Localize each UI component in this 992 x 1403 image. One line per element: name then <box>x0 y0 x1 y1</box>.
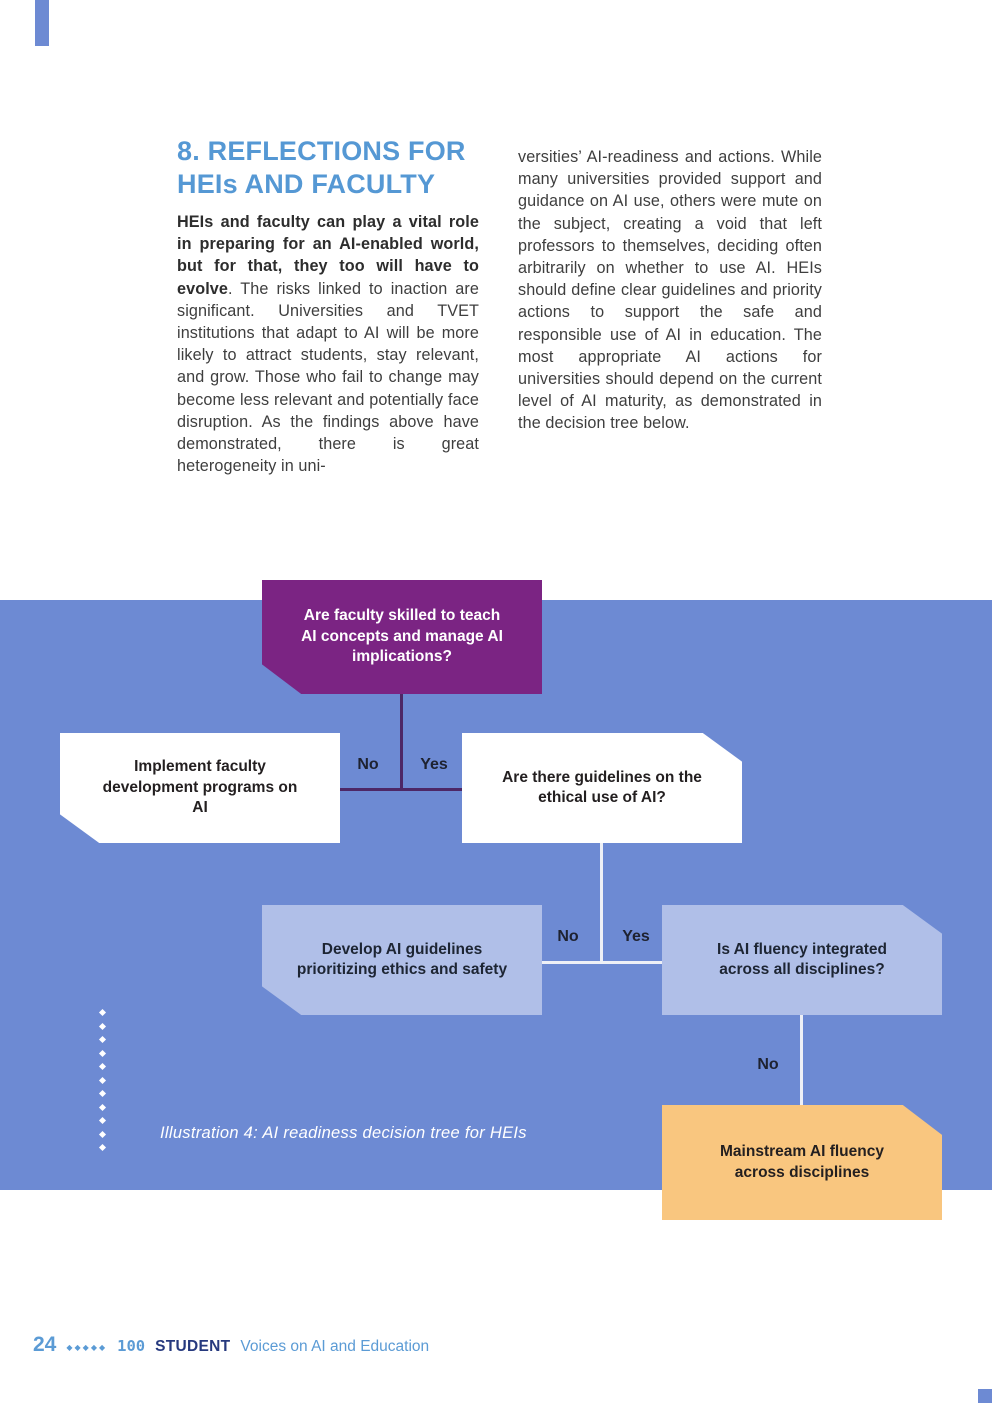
lead-sentence-bold: HEIs and faculty can play a vital role i… <box>177 213 479 298</box>
page-number: 24 <box>33 1333 57 1356</box>
section-heading-line-1: 8. REFLECTIONS FOR <box>177 136 466 166</box>
edge-label-yes-2: Yes <box>622 928 650 945</box>
connector-question3-vertical <box>800 1015 803 1105</box>
edge-label-yes-1: Yes <box>420 756 448 773</box>
connector-question2-vertical <box>600 843 603 964</box>
action-node-develop-guidelines: Develop AI guidelines prioritizing ethic… <box>262 905 542 1015</box>
decision-node-ethics-guidelines: Are there guidelines on the ethical use … <box>462 733 742 843</box>
action-node-mainstream-fluency: Mainstream AI fluency across disciplines <box>662 1105 942 1220</box>
connector-root-vertical <box>400 694 403 790</box>
body-text-left: . The risks linked to inaction are signi… <box>177 279 479 476</box>
decision-node-ai-fluency: Is AI fluency integrated across all disc… <box>662 905 942 1015</box>
edge-label-no-3: No <box>757 1056 779 1073</box>
section-heading: 8. REFLECTIONS FOR HEIs AND FACULTY <box>177 135 466 201</box>
action-node-develop-guidelines-text: Develop AI guidelines prioritizing ethic… <box>296 940 508 978</box>
decision-node-root-text: Are faculty skilled to teach AI concepts… <box>301 607 503 666</box>
action-node-mainstream-fluency-text: Mainstream AI fluency across disciplines <box>720 1143 884 1181</box>
decision-node-ai-fluency-text: Is AI fluency integrated across all disc… <box>717 940 887 978</box>
action-node-faculty-development-text: Implement faculty development programs o… <box>102 758 298 817</box>
connector-branch2-horizontal <box>542 961 662 964</box>
section-heading-line-2: HEIs AND FACULTY <box>177 169 436 199</box>
decision-node-ethics-guidelines-text: Are there guidelines on the ethical use … <box>502 768 702 806</box>
decision-tree-background <box>0 600 992 1190</box>
connector-branch1-horizontal <box>340 788 462 791</box>
page-margin-mark-bottom <box>978 1389 992 1403</box>
action-node-faculty-development: Implement faculty development programs o… <box>60 733 340 843</box>
body-column-right: versities’ AI-readiness and actions. Whi… <box>518 148 822 433</box>
series-title-bold: STUDENT <box>155 1338 231 1355</box>
page-footer: 24 ◆◆◆◆◆ 100 STUDENT Voices on AI and Ed… <box>33 1333 429 1357</box>
decision-node-root: Are faculty skilled to teach AI concepts… <box>262 580 542 694</box>
series-title-rest: Voices on AI and Education <box>240 1338 430 1355</box>
dotted-divider <box>98 1008 107 1152</box>
footer-dots-icon: ◆◆◆◆◆ <box>66 1343 108 1352</box>
series-number: 100 <box>117 1337 146 1355</box>
edge-label-no-1: No <box>357 756 379 773</box>
page-margin-mark-top <box>35 0 49 46</box>
body-column-left: HEIs and faculty can play a vital role i… <box>177 211 479 477</box>
illustration-caption: Illustration 4: AI readiness decision tr… <box>160 1124 527 1142</box>
edge-label-no-2: No <box>557 928 579 945</box>
